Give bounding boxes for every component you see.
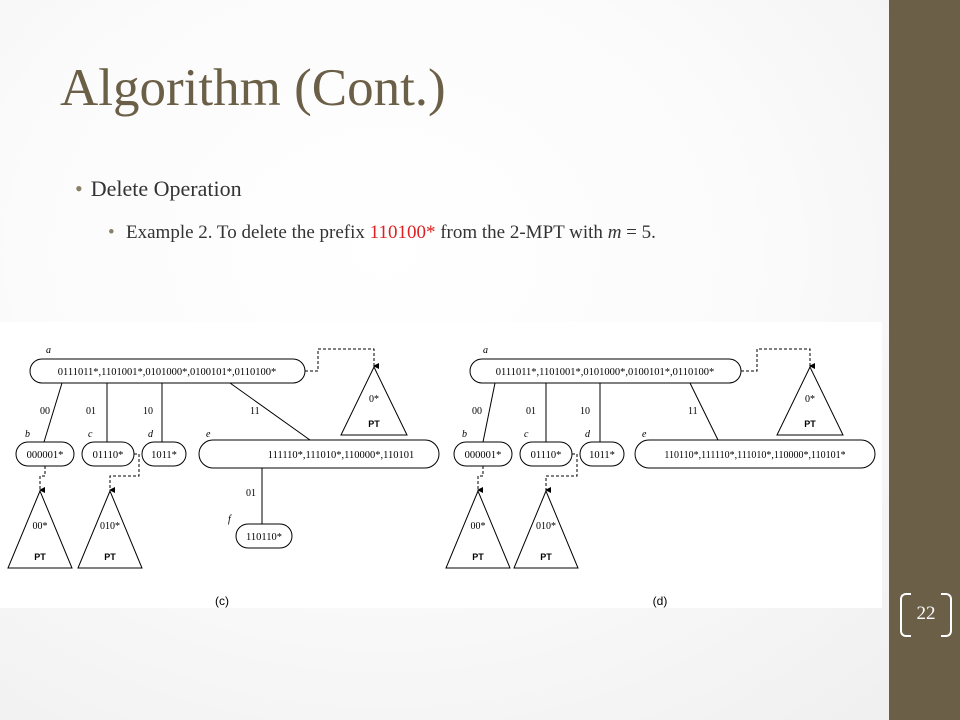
pt-root-prefix-c: 0* [369, 394, 379, 405]
node-d-d [579, 441, 625, 467]
node-f-c [235, 523, 293, 549]
node-c-text-d: 01110* [531, 450, 562, 461]
pt-root-name-c: PT [368, 419, 380, 429]
pt-root-name-d: PT [804, 419, 816, 429]
bullet-text: Delete Operation [90, 176, 242, 201]
pt-c-prefix-c: 010* [100, 521, 120, 532]
node-f-label-c: f [228, 514, 232, 525]
diagram-d: a 0111011*,1101001*,0101000*,0100101*,01… [445, 345, 876, 569]
edge-label-10-d: 10 [580, 406, 590, 417]
bullet-example-text: Example 2. To delete the prefix 110100* … [108, 220, 828, 247]
edge-a-e-d [689, 382, 719, 441]
page-number-bracket-left [900, 593, 911, 637]
node-a-text-c: 0111011*,1101001*,0101000*,0100101*,0110… [58, 367, 277, 378]
edge-a-b-d [482, 382, 496, 443]
node-e-text-c: 111110*,111010*,110000*,110101 [268, 450, 415, 461]
pt-b-prefix-c: 00* [33, 521, 48, 532]
node-c-text-c: 01110* [93, 450, 124, 461]
node-d-label-d: d [585, 429, 591, 440]
page-number: 22 [900, 593, 952, 637]
pt-b-triangle-d [445, 489, 511, 569]
figure-mpt-diagrams: a 0111011*,1101001*,0101000*,0100101*,01… [0, 322, 882, 608]
node-c-label-d: c [524, 429, 529, 440]
node-a-label-c: a [46, 345, 51, 356]
node-e-label-d: e [642, 429, 647, 440]
example-equals: = 5. [621, 222, 656, 243]
node-b-text-d: 000001* [465, 450, 502, 461]
pt-b-name-d: PT [472, 552, 484, 562]
pt-b-triangle-c [7, 489, 73, 569]
node-f-text-c: 110110* [246, 532, 282, 543]
edge-label-01-c: 01 [86, 406, 96, 417]
bullet-example: • Example 2. To delete the prefix 110100… [108, 220, 828, 247]
node-d-label-c: d [148, 429, 154, 440]
example-text-after: from the 2-MPT with [435, 222, 608, 243]
node-e-label-c: e [206, 429, 211, 440]
node-d-text-c: 1011* [151, 450, 177, 461]
example-prefix-highlight: 110100* [369, 222, 436, 243]
pt-root-triangle-c [340, 365, 408, 436]
edge-label-e-f-c: 01 [246, 488, 256, 499]
pointer-b-pt-c [39, 466, 46, 493]
edge-label-00-c: 00 [40, 406, 50, 417]
pt-b-prefix-d: 00* [471, 521, 486, 532]
pointer-a-root-pt-d [741, 348, 815, 372]
figure-svg: a 0111011*,1101001*,0101000*,0100101*,01… [7, 345, 876, 608]
edge-label-10-c: 10 [143, 406, 153, 417]
edge-label-11-c: 11 [250, 406, 260, 417]
pointer-a-root-pt-c [305, 348, 379, 372]
node-d-text-d: 1011* [589, 450, 615, 461]
edge-label-00-d: 00 [472, 406, 482, 417]
pointer-c-pt-c [109, 453, 140, 493]
pointer-c-pt-d [545, 453, 578, 493]
caption-d: (d) [653, 594, 668, 608]
page-number-bracket-right [941, 593, 952, 637]
node-e-c [198, 439, 440, 469]
edge-a-b-c [43, 382, 63, 443]
edge-label-01-d: 01 [526, 406, 536, 417]
pt-root-triangle-d [776, 365, 844, 436]
pt-c-name-d: PT [540, 552, 552, 562]
pt-c-name-c: PT [104, 552, 116, 562]
caption-c: (c) [215, 594, 229, 608]
pt-c-prefix-d: 010* [536, 521, 556, 532]
page-number-text: 22 [916, 603, 936, 624]
node-a-text-d: 0111011*,1101001*,0101000*,0100101*,0110… [496, 367, 715, 378]
node-b-text-c: 000001* [27, 450, 64, 461]
example-text-before: Example 2. To delete the prefix [126, 222, 370, 243]
node-e-text-d: 110110*,111110*,111010*,110000*,110101* [664, 450, 845, 461]
bullet-dot: • [75, 176, 83, 201]
node-a-label-d: a [483, 345, 488, 356]
pt-b-name-c: PT [34, 552, 46, 562]
bullet-delete-operation: • Delete Operation [75, 176, 242, 202]
edge-label-11-d: 11 [688, 406, 698, 417]
pt-c-triangle-c [77, 489, 143, 569]
diagram-c: a 0111011*,1101001*,0101000*,0100101*,01… [7, 345, 440, 569]
edge-a-e-c [229, 382, 311, 441]
bullet-dot: • [108, 222, 115, 243]
node-d-c [141, 441, 187, 467]
example-m-variable: m [607, 222, 622, 243]
pt-c-triangle-d [513, 489, 579, 569]
pt-root-prefix-d: 0* [805, 394, 815, 405]
slide-title: Algorithm (Cont.) [60, 59, 446, 117]
node-c-label-c: c [88, 429, 93, 440]
node-b-label-d: b [462, 429, 467, 440]
node-b-label-c: b [25, 429, 30, 440]
pointer-b-pt-d [477, 466, 484, 493]
node-e-d [634, 439, 876, 469]
